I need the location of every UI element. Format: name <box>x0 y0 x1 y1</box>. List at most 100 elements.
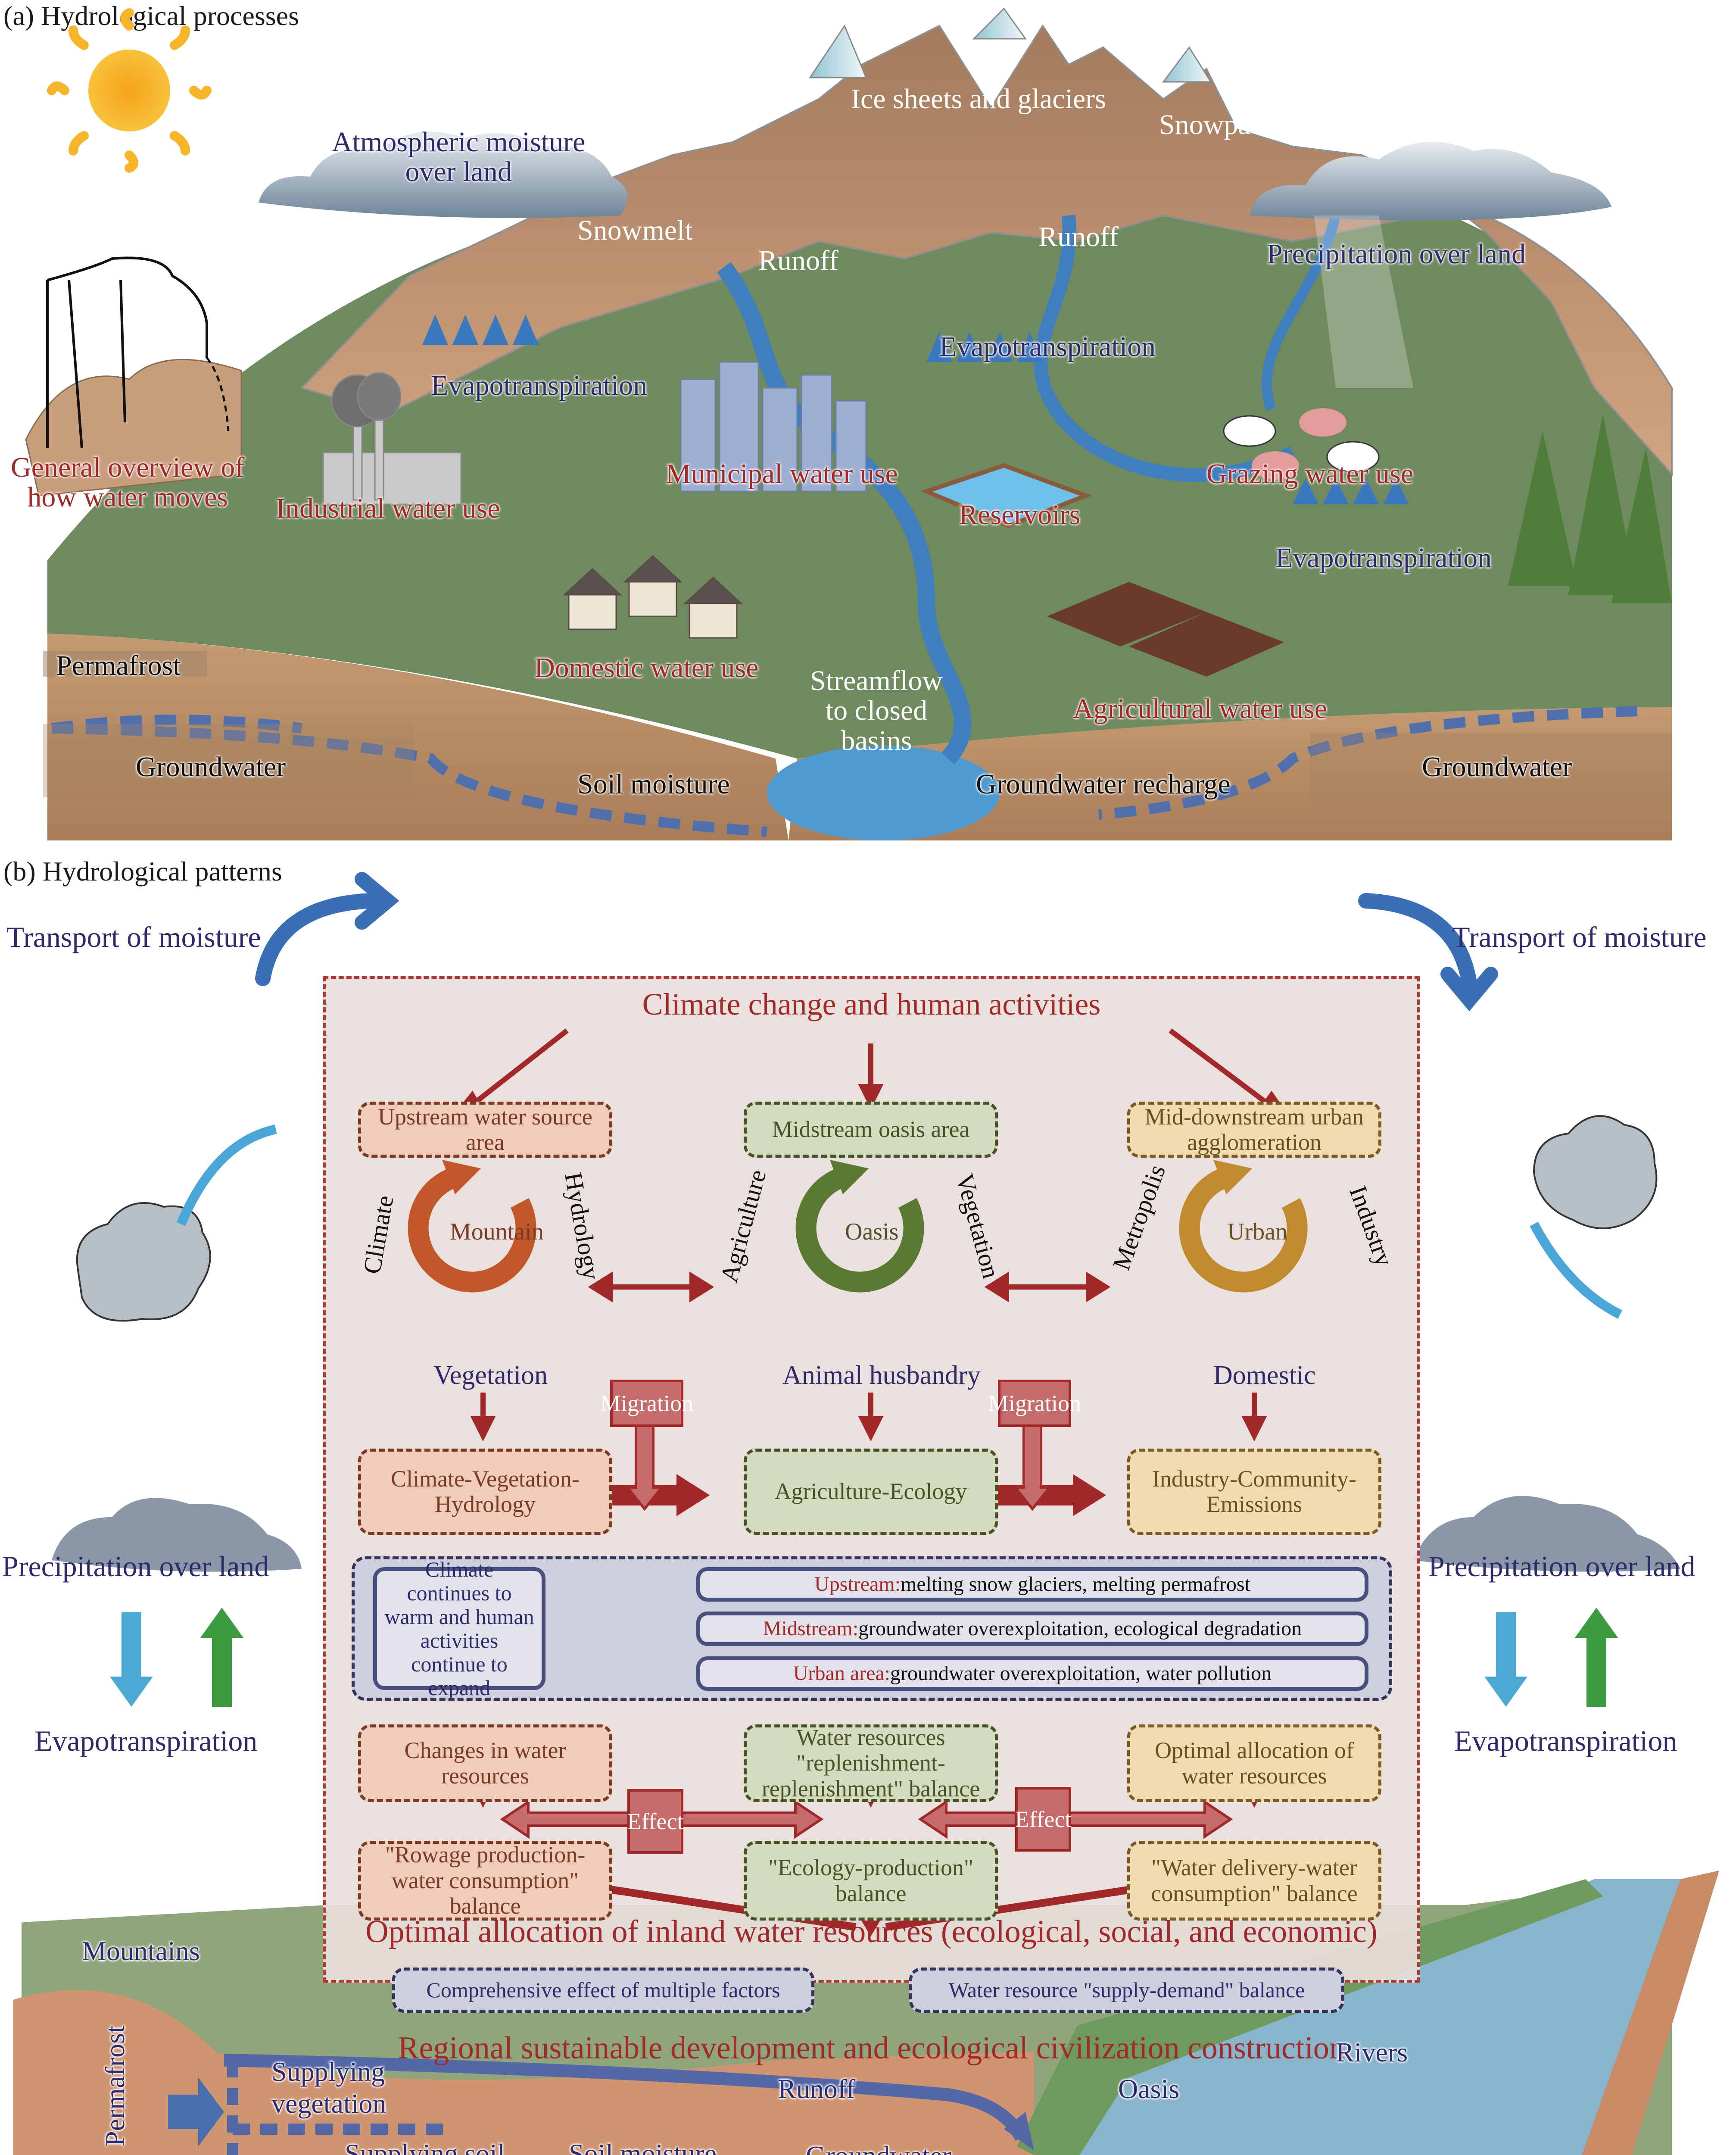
sun-icon <box>88 50 170 131</box>
rain-cloud-left <box>52 1498 302 1572</box>
label-runoff-b: Runoff <box>778 2074 856 2104</box>
region-box-upstream: Upstream water source area <box>358 1102 612 1158</box>
ring-label-urban: Urban <box>1227 1218 1287 1245</box>
label-line: General overview of <box>11 452 245 483</box>
label-general-overview: General overview of how water moves <box>11 453 244 512</box>
label-line: Atmospheric moisture <box>332 126 586 158</box>
impact-prefix: Upstream: <box>814 1572 901 1596</box>
reservoir <box>920 463 1092 528</box>
balance-box-downstream: "Water delivery-water consumption" balan… <box>1127 1841 1381 1921</box>
label-transport-moisture-left: Transport of moisture <box>6 921 261 953</box>
label-evapotranspiration-left: Evapotranspiration <box>34 1724 258 1757</box>
impact-midstream: Midstream: groundwater overexploitation,… <box>696 1612 1368 1646</box>
warming-cause-box: Climate continues to warm and human acti… <box>373 1557 545 1699</box>
migration-box-1: Migration <box>600 1380 693 1427</box>
label-supplying-soil: Supplying soil <box>345 2138 505 2155</box>
ring-label-oasis: Oasis <box>845 1218 899 1245</box>
evapotranspiration-arrows-1 <box>422 315 539 345</box>
farm-fields <box>1047 582 1284 677</box>
label-supplying-vegetation: Supplying vegetation <box>271 2056 386 2120</box>
label-line: Supplying <box>271 2056 385 2087</box>
change-box-upstream: Changes in water resources <box>358 1724 612 1802</box>
label-permafrost-b: Permafrost <box>100 2025 130 2146</box>
region-box-downstream: Mid-downstream urban agglomeration <box>1127 1102 1381 1158</box>
label-agricultural-water-use: Agricultural water use <box>1073 693 1328 725</box>
ring-bottom-animal-husbandry: Animal husbandry <box>782 1361 981 1390</box>
label-line: vegetation <box>271 2088 386 2119</box>
panel-a-illustration <box>25 7 1673 840</box>
label-line: over land <box>405 156 512 188</box>
label-line: basins <box>841 725 912 756</box>
effect-label-2: Effect <box>1015 1787 1071 1852</box>
ground-soil-right <box>789 707 1672 840</box>
impact-urban: Urban area: groundwater overexploitation… <box>696 1656 1368 1691</box>
runoff-arrow-b <box>224 2054 1027 2141</box>
label-soil-moisture-b: Soil moisture <box>569 2138 717 2155</box>
impact-upstream: Upstream: melting snow glaciers, melting… <box>696 1567 1368 1602</box>
label-groundwater-right: Groundwater <box>1422 751 1572 783</box>
transport-arrow-right <box>1358 893 1477 990</box>
label-atmospheric-moisture: Atmospheric moisture over land <box>332 127 585 187</box>
label-streamflow: Streamflow to closed basins <box>810 666 943 756</box>
cloud-atmospheric <box>259 131 627 218</box>
groundwater-flow-arrows <box>51 706 1638 837</box>
label-runoff-1: Runoff <box>758 245 838 276</box>
wind-cloud-left <box>76 1202 211 1322</box>
evapotranspiration-arrows-3 <box>1293 478 1409 504</box>
impact-prefix: Urban area: <box>793 1662 891 1685</box>
system-box-downstream: Industry-Community-Emissions <box>1127 1449 1381 1535</box>
label-evapotranspiration-2: Evapotranspiration <box>939 331 1156 362</box>
impact-text: groundwater overexploitation, water poll… <box>890 1662 1272 1685</box>
panel-b-title: (b) Hydrological patterns <box>3 856 282 887</box>
label-evapotranspiration-1: Evapotranspiration <box>431 370 648 401</box>
label-industrial-water-use: Industrial water use <box>276 493 500 524</box>
region-box-midstream: Midstream oasis area <box>744 1102 998 1158</box>
panel-a-title: (a) Hydrological processes <box>3 0 299 31</box>
glacier-2 <box>972 7 1027 40</box>
impact-prefix: Midstream: <box>763 1617 859 1640</box>
rain-cloud-right <box>1413 1496 1680 1572</box>
migration-box-2: Migration <box>988 1380 1081 1427</box>
ring-urban <box>1179 1167 1308 1293</box>
label-precipitation-left: Precipitation over land <box>2 1550 269 1583</box>
impact-text: melting snow glaciers, melting permafros… <box>901 1572 1250 1596</box>
label-transport-moisture-right: Transport of moisture <box>1452 921 1707 953</box>
ring-label-mountain: Mountain <box>450 1218 544 1245</box>
ring-bottom-vegetation: Vegetation <box>433 1361 548 1390</box>
label-evapotranspiration-3: Evapotranspiration <box>1275 542 1492 574</box>
system-box-upstream: Climate-Vegetation-Hydrology <box>358 1449 612 1535</box>
climate-change-title: Climate change and human activities <box>642 987 1101 1021</box>
balance-box-midstream: "Ecology-production" balance <box>744 1841 998 1921</box>
river-east <box>1034 215 1296 482</box>
change-box-midstream: Water resources "replenishment-replenish… <box>744 1724 998 1802</box>
label-municipal-water-use: Municipal water use <box>666 458 898 490</box>
landscape-soil <box>13 1990 1034 2155</box>
evapotranspiration-arrows-2 <box>926 332 1043 362</box>
ground-soil <box>47 634 789 840</box>
supply-flow-dashes <box>227 2060 452 2155</box>
mountain-range <box>300 24 1673 477</box>
regional-development-title: Regional sustainable development and eco… <box>398 2030 1345 2066</box>
landscape-bank-green <box>1017 1879 1603 2155</box>
change-box-downstream: Optimal allocation of water resources <box>1127 1724 1381 1802</box>
city-buildings <box>680 361 867 492</box>
framework-box: Climate change and human activities <box>323 976 1420 1983</box>
label-evapotranspiration-right: Evapotranspiration <box>1454 1724 1677 1757</box>
glacier-3 <box>1162 46 1212 83</box>
supply-demand-box: Water resource "supply-demand" balance <box>909 1968 1344 2013</box>
transport-arrow-left <box>255 893 378 986</box>
permafrost-patch-a <box>43 651 207 677</box>
label-runoff-2: Runoff <box>1038 221 1119 253</box>
river-main <box>717 262 972 765</box>
label-line: how water moves <box>27 481 228 513</box>
label-ice-sheets: Ice sheets and glaciers <box>851 83 1106 115</box>
landscape-right-face <box>1582 1871 1719 2155</box>
label-domestic-water-use: Domestic water use <box>534 652 759 684</box>
label-grazing-water-use: Grazing water use <box>1206 458 1414 490</box>
water-cycle-mini-diagram <box>25 256 242 497</box>
ring-oasis <box>795 1167 924 1293</box>
label-reservoirs: Reservoirs <box>959 499 1081 531</box>
label-precipitation-right: Precipitation over land <box>1428 1550 1695 1583</box>
cloud-precipitation <box>1250 142 1611 221</box>
landscape-river-channel <box>1077 1879 1680 2155</box>
